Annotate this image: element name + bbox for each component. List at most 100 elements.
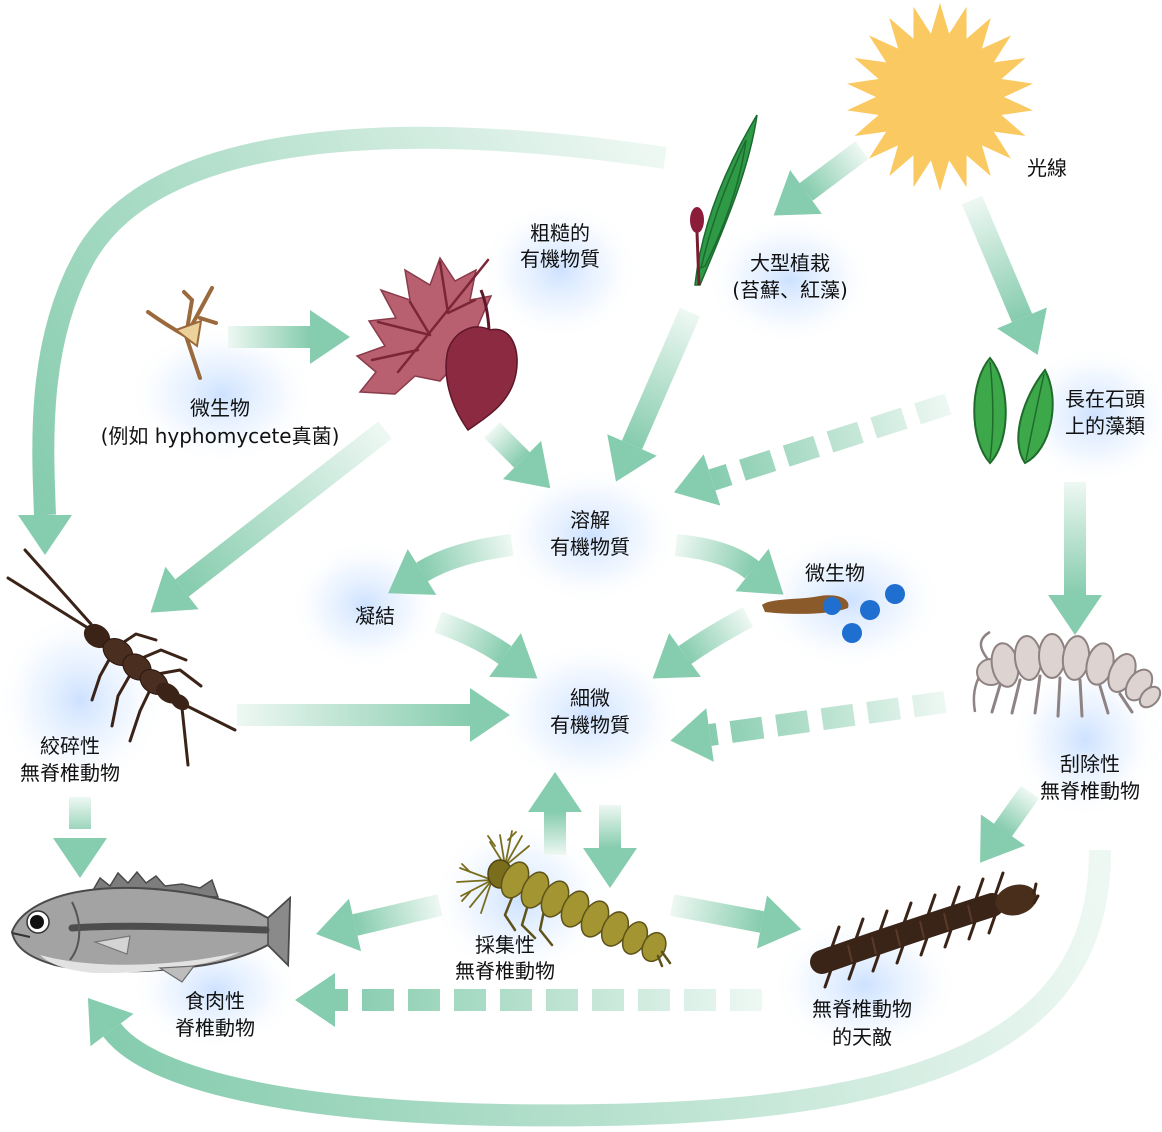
arrow-top-loop-to-shredders-shaft <box>32 126 667 516</box>
label-coarse-organic-matter-line2: 有機物質 <box>520 247 600 271</box>
arrow-fungi-to-shredders-head <box>150 566 199 613</box>
arrow-coarse-to-dissolved-shaft <box>484 422 530 468</box>
microbe-icon <box>762 584 905 643</box>
arrow-fungi-to-coarse-head <box>310 310 350 364</box>
fish-icon <box>10 870 292 983</box>
label-macrophytes-line1: 大型植栽 <box>750 251 830 275</box>
dark-leaf <box>445 326 518 432</box>
glow-fungi <box>127 325 317 465</box>
caddisfly-larva-icon <box>456 830 672 968</box>
arrow-light-to-macrophytes-head <box>773 170 822 216</box>
sun-icon <box>847 3 1033 191</box>
caddisfly-gills <box>456 830 530 914</box>
flow-arrows <box>18 126 1111 1127</box>
fish-eye <box>30 915 44 929</box>
glow-fine-organic-matter <box>495 640 685 790</box>
glow-macrophytes <box>705 215 875 345</box>
label-fungi-line1: 微生物 <box>190 396 250 420</box>
fish-gill-line <box>69 901 81 961</box>
hyphomycete-branches <box>146 286 218 380</box>
stonefly-antennae <box>6 548 93 630</box>
arrow-shredders-to-fine-head <box>470 688 510 742</box>
amphipod-segment <box>1038 633 1066 679</box>
fish-lateral-stripe <box>68 922 270 934</box>
label-periphyton-line2: 上的藻類 <box>1065 414 1145 438</box>
algae-left <box>973 356 1007 465</box>
arrow-microbes-to-fine-head <box>652 633 701 679</box>
glow-coarse-organic-matter <box>480 200 640 340</box>
macrophyte-red-alga <box>690 207 704 233</box>
caddisfly-anal-hooks <box>656 950 672 968</box>
arrow-collectors-to-predators-head <box>756 895 802 949</box>
label-periphyton-line1: 長在石頭 <box>1065 387 1145 411</box>
arrow-scrapers-to-predators-shaft <box>994 785 1039 837</box>
label-vertebrate-predators-line2: 脊椎動物 <box>175 1016 255 1040</box>
amphipod-tail <box>1138 685 1162 709</box>
hyphomycete-icon <box>146 286 218 380</box>
microbe-cell <box>823 597 841 615</box>
arrow-dissolved-to-microbes-head <box>735 548 784 595</box>
arrow-fine-to-collectors-head <box>583 848 637 888</box>
amphipod-icon <box>972 630 1162 718</box>
macrophyte-stem <box>695 231 701 286</box>
arrow-light-to-periphyton-shaft <box>961 195 1033 323</box>
arrow-scrapers-to-fine-head <box>670 708 714 762</box>
arrow-microbes-to-fine-shaft <box>678 607 754 665</box>
arrow-periphyton-to-scrapers-head <box>1048 595 1102 635</box>
arrow-light-to-periphyton-head <box>997 307 1047 355</box>
caddisfly-segment <box>641 931 667 963</box>
label-dissolved-organic-matter-line2: 有機物質 <box>550 535 630 559</box>
label-collectors-line2: 無脊椎動物 <box>455 959 555 983</box>
label-invertebrate-predators-line2: 的天敵 <box>832 1025 892 1049</box>
arrow-collectors-to-fish-head <box>316 898 362 952</box>
arrow-dissolved-to-flocculation-head <box>388 549 437 595</box>
label-shredders-line2: 無脊椎動物 <box>20 761 120 785</box>
fish-belly <box>40 952 240 974</box>
microbe-cell <box>885 584 905 604</box>
label-coarse-organic-matter-line1: 粗糙的 <box>530 221 590 245</box>
arrow-macrophytes-to-dissolved-shaft <box>621 307 701 450</box>
hellgrammite-filaments <box>823 871 1005 989</box>
label-scrapers-line1: 刮除性 <box>1060 752 1120 776</box>
arrow-periphyton-to-dissolved-head <box>673 454 721 506</box>
glow-invertebrate-predators <box>770 915 960 1055</box>
dark-leaf-stem <box>479 289 491 331</box>
algae-icon <box>973 356 1054 465</box>
label-invertebrate-predators-line1: 無脊椎動物 <box>812 997 912 1021</box>
glow-collectors <box>430 820 610 980</box>
label-fine-organic-matter-line2: 有機物質 <box>550 713 630 737</box>
arrow-flocculation-to-fine-head <box>489 633 538 679</box>
hellgrammite-icon <box>810 871 1040 989</box>
fish-mouth <box>11 932 31 938</box>
arrow-periphyton-to-dissolved-shaft <box>708 393 952 491</box>
arrow-coarse-to-dissolved-head <box>502 440 551 489</box>
arrow-scrapers-to-fine-shaft <box>708 691 947 746</box>
maple-leaf-veins <box>370 258 490 374</box>
macrophyte-blade-secondary <box>699 139 747 270</box>
arrow-fungi-to-shredders-shaft <box>175 421 392 597</box>
stonefly-icon <box>6 548 237 767</box>
arrow-predators-to-fish-head <box>295 973 335 1027</box>
leaf-litter-icon <box>355 256 518 432</box>
fish-pectoral-fin <box>92 935 131 955</box>
amphipod-legs <box>990 674 1134 718</box>
label-dissolved-organic-matter-line1: 溶解 <box>570 508 610 532</box>
label-shredders-line1: 絞碎性 <box>40 734 100 758</box>
arrow-macrophytes-to-dissolved-head <box>607 434 657 482</box>
arrow-collectors-to-fine-head <box>528 772 582 812</box>
arrow-bottom-loop-to-fish-head <box>87 998 134 1047</box>
node-glows <box>0 200 1162 1055</box>
arrow-collectors-to-predators-shaft <box>669 894 765 933</box>
arrow-top-loop-to-shredders-head <box>18 515 72 555</box>
stonefly-head <box>83 623 111 649</box>
microbe-cell <box>842 623 862 643</box>
label-light: 光線 <box>1027 156 1067 180</box>
arrow-flocculation-to-fine-shaft <box>434 611 512 665</box>
glow-periphyton <box>1015 345 1162 485</box>
label-fine-organic-matter-line1: 細微 <box>570 686 610 710</box>
algae-right-midrib <box>1025 373 1045 461</box>
glow-dissolved-organic-matter <box>500 465 680 605</box>
fish-tail-fin <box>267 896 291 967</box>
label-microbes: 微生物 <box>805 561 865 585</box>
